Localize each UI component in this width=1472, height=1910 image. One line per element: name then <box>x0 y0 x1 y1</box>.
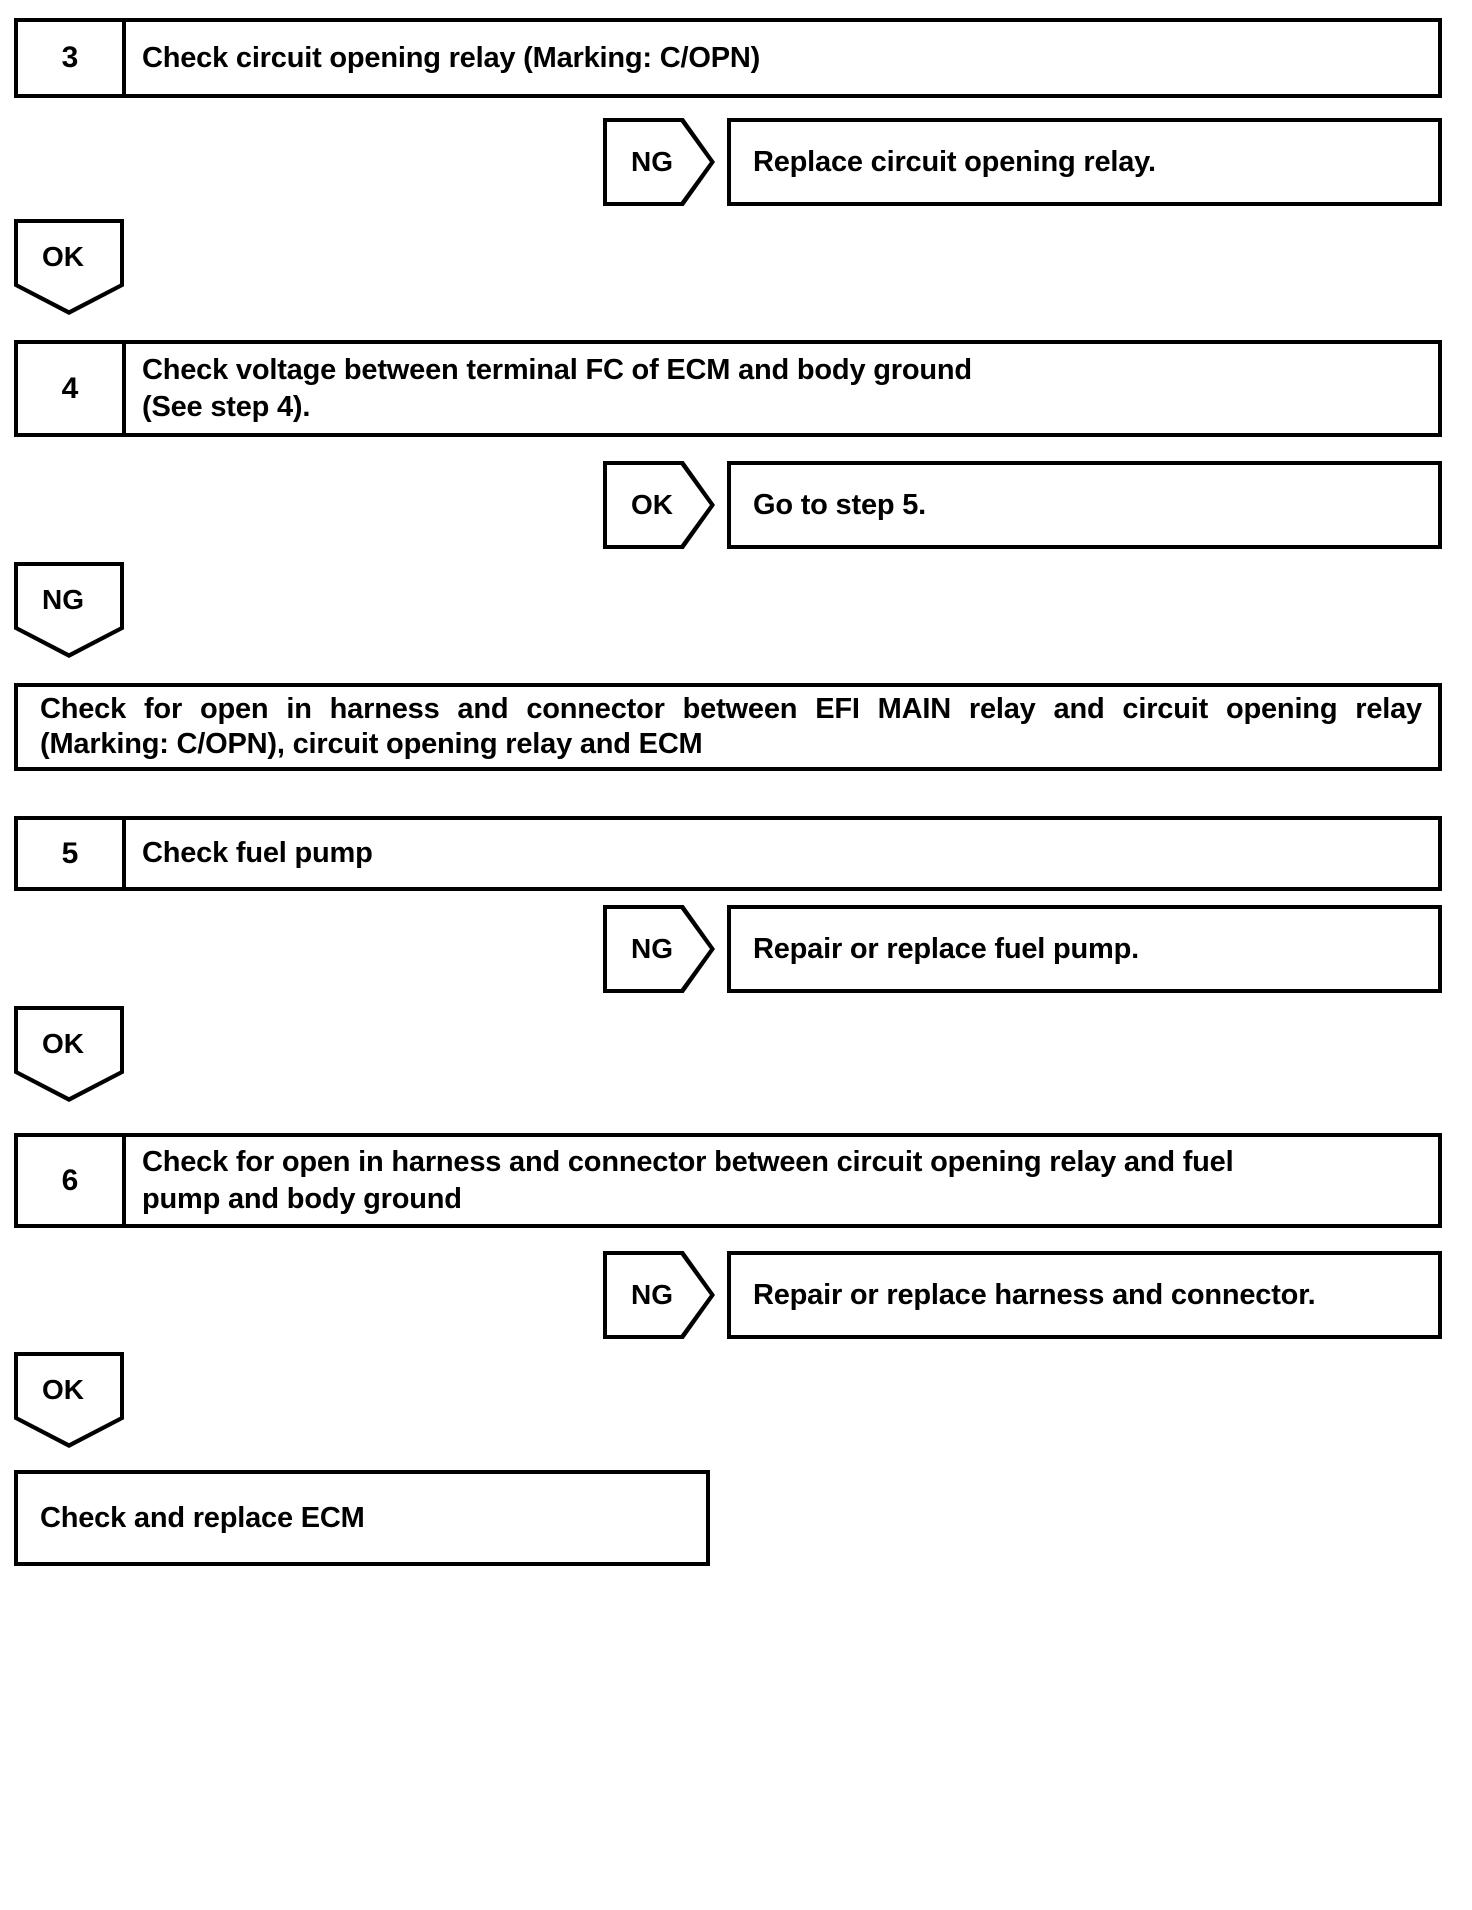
step-text-3: Check circuit opening relay (Marking: C/… <box>126 22 1438 94</box>
step-box-4: 4 Check voltage between terminal FC of E… <box>14 340 1442 437</box>
branch-label: OK <box>631 489 673 520</box>
flow-arrow-label: NG <box>42 584 84 615</box>
step-text-line: pump and body ground <box>142 1182 462 1215</box>
final-box-check-replace-ecm: Check and replace ECM <box>14 1470 710 1566</box>
step-text-line: Check voltage between terminal FC of ECM… <box>142 354 972 387</box>
step-box-5: 5 Check fuel pump <box>14 816 1442 891</box>
result-box-go-to-step-5: Go to step 5. <box>727 461 1442 549</box>
step-number-6: 6 <box>18 1137 126 1224</box>
step-box-3: 3 Check circuit opening relay (Marking: … <box>14 18 1442 98</box>
note-box-harness-check: Check for open in harness and connector … <box>14 683 1442 771</box>
branch-arrow-ng-1: NG <box>603 118 715 206</box>
result-box-repair-fuel-pump: Repair or replace fuel pump. <box>727 905 1442 993</box>
result-text: Repair or replace harness and connector. <box>753 1278 1316 1311</box>
branch-label: NG <box>631 146 673 177</box>
step-box-6: 6 Check for open in harness and connecto… <box>14 1133 1442 1228</box>
flow-arrow-ng-1: NG <box>14 562 124 658</box>
result-text: Go to step 5. <box>753 488 927 521</box>
note-line-2: (Marking: C/OPN), circuit opening relay … <box>40 728 703 760</box>
flow-arrow-label: OK <box>42 1028 84 1059</box>
branch-label: NG <box>631 933 673 964</box>
flow-arrow-label: OK <box>42 1374 84 1405</box>
branch-arrow-ok-1: OK <box>603 461 715 549</box>
result-text: Replace circuit opening relay. <box>753 145 1156 178</box>
final-text: Check and replace ECM <box>40 1501 365 1534</box>
step-text-5: Check fuel pump <box>126 820 1438 887</box>
flow-arrow-ok-2: OK <box>14 1006 124 1102</box>
flow-arrow-label: OK <box>42 241 84 272</box>
step-number-4: 4 <box>18 344 126 433</box>
result-text: Repair or replace fuel pump. <box>753 932 1139 965</box>
branch-arrow-ng-3: NG <box>603 1251 715 1339</box>
note-line-1: Check for open in harness and connector … <box>40 692 1422 725</box>
step-text-4: Check voltage between terminal FC of ECM… <box>126 344 1438 433</box>
step-text-line: (See step 4). <box>142 390 311 423</box>
step-number-3: 3 <box>18 22 126 94</box>
flow-arrow-ok-3: OK <box>14 1352 124 1448</box>
step-text-line: Check fuel pump <box>142 837 373 870</box>
flow-arrow-ok-1: OK <box>14 219 124 315</box>
step-text-line: Check circuit opening relay (Marking: C/… <box>142 41 761 74</box>
result-box-repair-harness: Repair or replace harness and connector. <box>727 1251 1442 1339</box>
step-text-6: Check for open in harness and connector … <box>126 1137 1438 1224</box>
branch-arrow-ng-2: NG <box>603 905 715 993</box>
step-number-5: 5 <box>18 820 126 887</box>
step-text-line: Check for open in harness and connector … <box>142 1146 1234 1179</box>
branch-label: NG <box>631 1279 673 1310</box>
result-box-replace-relay: Replace circuit opening relay. <box>727 118 1442 206</box>
